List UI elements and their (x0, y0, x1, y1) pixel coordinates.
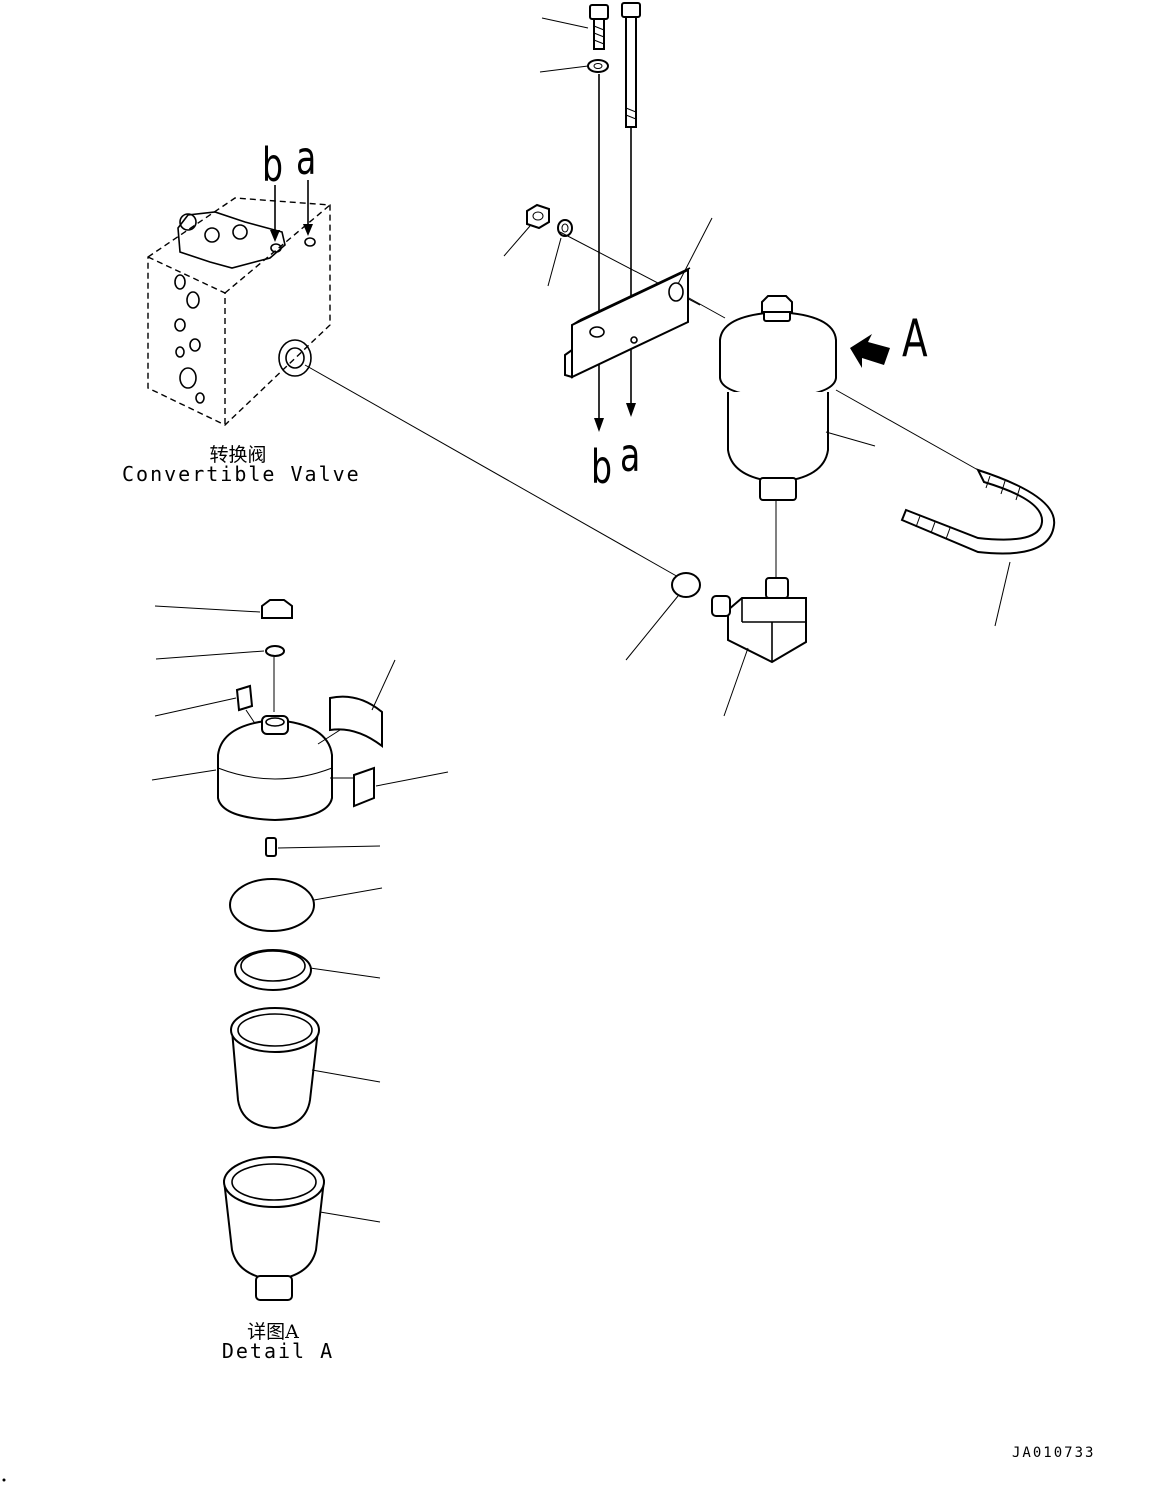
valve-to-plug-line (304, 364, 681, 579)
filter-assembly (719, 295, 979, 580)
leader-lines-detail (151, 605, 449, 1223)
detail-a-parts (217, 599, 383, 1301)
corner-dot (2, 1478, 6, 1482)
convertible-valve-caption-en: Convertible Valve (122, 462, 361, 486)
u-bend-pipe (900, 468, 1056, 555)
detail-a-caption-en: Detail A (221, 1339, 335, 1363)
valve-port-a-label: a (296, 131, 317, 185)
view-a-label: A (902, 309, 928, 369)
convertible-valve-block (147, 180, 331, 426)
top-fasteners (526, 2, 726, 432)
convertible-valve-caption-cn: 转换阀 (209, 444, 267, 466)
leader-lines-upper (503, 17, 1011, 717)
bracket-a-label: a (620, 428, 641, 482)
mounting-bracket (564, 267, 691, 379)
elbow-fitting (671, 572, 807, 664)
bracket-b-label: b (591, 440, 613, 494)
valve-port-b-label: b (262, 138, 284, 192)
drawing-number: JA010733 (1012, 1445, 1096, 1461)
detail-a-caption-cn: 详图A (247, 1321, 299, 1343)
